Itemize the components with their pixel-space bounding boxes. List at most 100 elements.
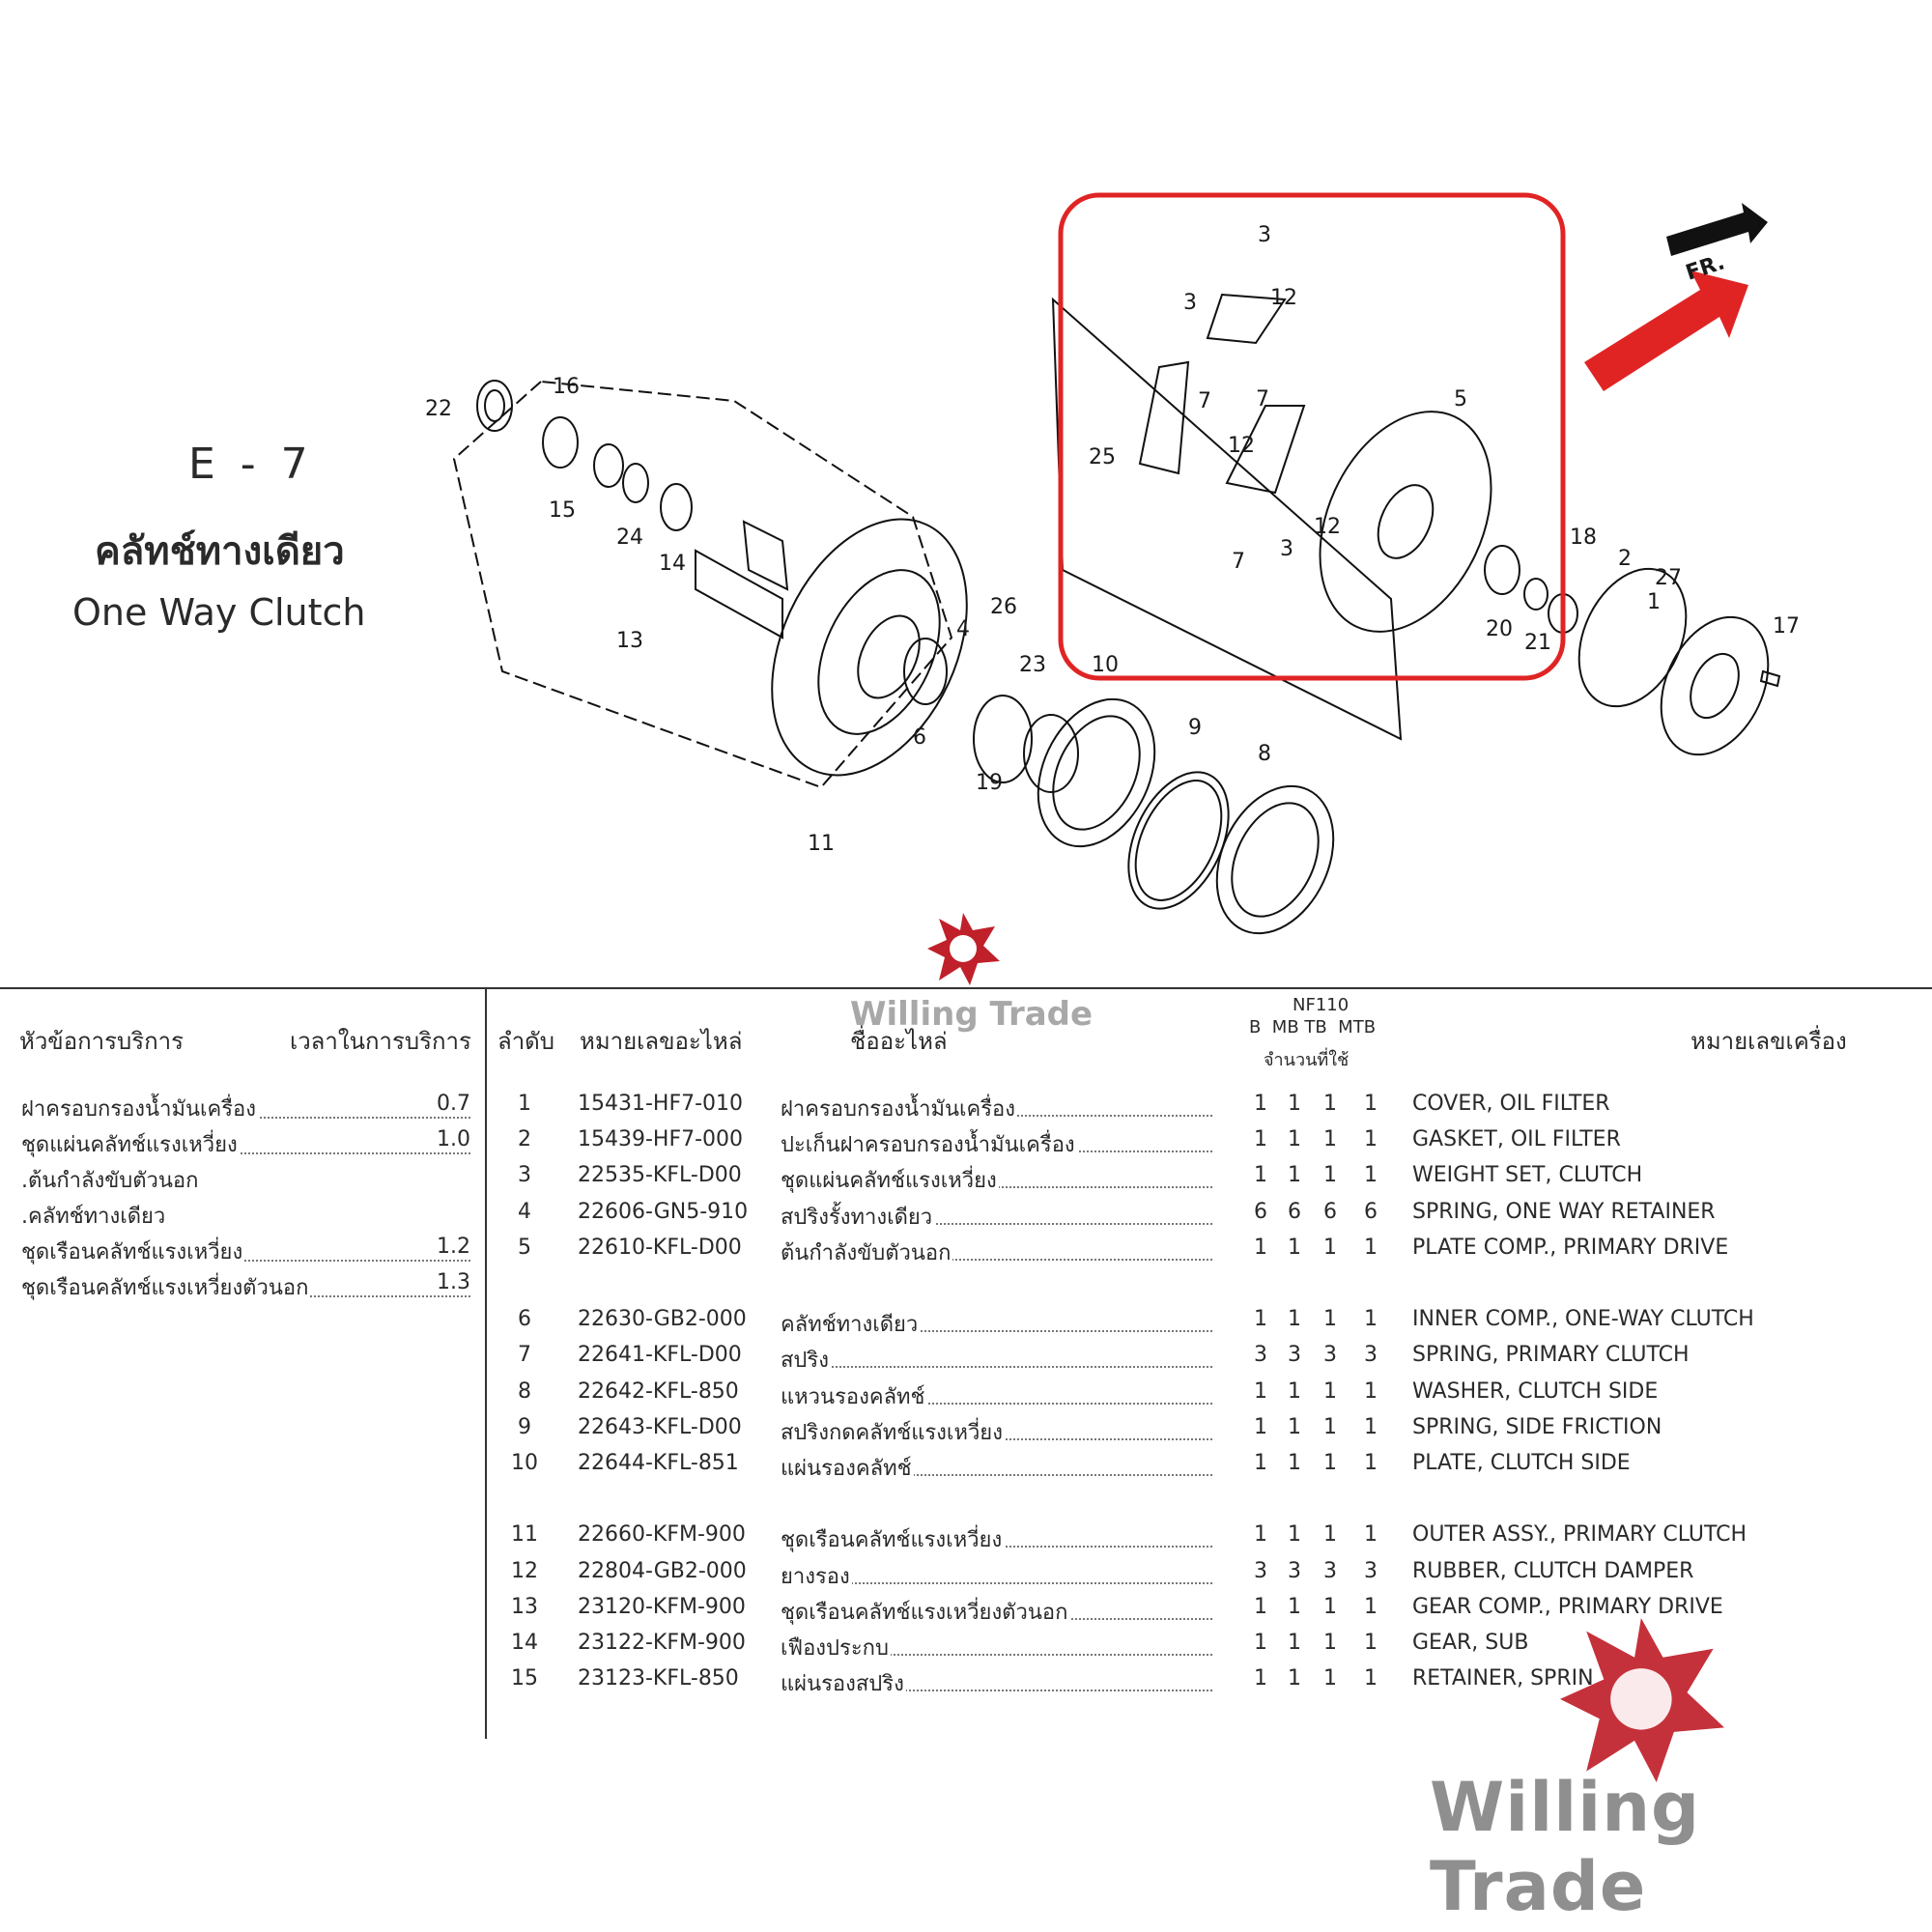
- row-part-name: แผ่นรองสปริง: [781, 1666, 906, 1701]
- row-part-name-en: RUBBER, CLUTCH DAMPER: [1412, 1558, 1694, 1583]
- row-qty: 1: [1323, 1522, 1337, 1548]
- row-qty: 1: [1254, 1594, 1267, 1619]
- willing-trade-logo-small: [927, 913, 1000, 985]
- row-qty: 1: [1323, 1451, 1337, 1475]
- row-seq: 2: [518, 1127, 531, 1152]
- dot-leader: [21, 1235, 470, 1262]
- row-part-name: ปะเก็นฝาครอบกรองน้ำมันเครื่อง: [781, 1127, 1077, 1162]
- service-item-time: 1.2: [435, 1235, 470, 1259]
- row-qty: 1: [1323, 1127, 1337, 1152]
- callout-3: 3: [1183, 291, 1197, 315]
- callout-15: 15: [549, 498, 576, 523]
- willing-trade-logo-large: [1560, 1618, 1724, 1782]
- row-qty: 1: [1364, 1522, 1378, 1548]
- callout-18: 18: [1570, 526, 1597, 550]
- row-part-no: 22630-GB2-000: [578, 1307, 747, 1332]
- row-part-name-en: GASKET, OIL FILTER: [1412, 1127, 1621, 1152]
- row-part-no: 23123-KFL-850: [578, 1666, 739, 1691]
- row-part-name: สปริง: [781, 1343, 831, 1378]
- row-qty: 3: [1323, 1558, 1337, 1583]
- row-part-no: 22610-KFL-D00: [578, 1235, 742, 1260]
- row-qty: 1: [1364, 1414, 1378, 1439]
- row-qty: 1: [1254, 1631, 1267, 1655]
- callout-17: 17: [1773, 614, 1800, 639]
- service-item-label: .คลัทช์ทางเดียว: [21, 1199, 168, 1233]
- row-qty: 1: [1364, 1594, 1378, 1619]
- row-seq: 11: [511, 1522, 538, 1548]
- callout-11: 11: [808, 832, 835, 856]
- callout-1: 1: [1647, 590, 1661, 614]
- row-part-no: 22606-GN5-910: [578, 1199, 749, 1224]
- row-qty: 1: [1254, 1163, 1267, 1188]
- row-part-name-en: OUTER ASSY., PRIMARY CLUTCH: [1412, 1522, 1747, 1548]
- callout-4: 4: [956, 617, 970, 641]
- dot-leader: [781, 1666, 1212, 1692]
- row-part-name: ต้นกำลังขับตัวนอก: [781, 1235, 953, 1269]
- row-qty: 3: [1364, 1343, 1378, 1368]
- row-qty: 1: [1288, 1127, 1301, 1152]
- callout-25: 25: [1089, 445, 1116, 469]
- row-part-no: 22804-GB2-000: [578, 1558, 747, 1583]
- row-part-no: 22641-KFL-D00: [578, 1343, 742, 1368]
- header-seq: ลำดับ: [497, 1028, 555, 1055]
- row-seq: 15: [511, 1666, 538, 1691]
- row-qty: 1: [1323, 1092, 1337, 1116]
- row-qty: 6: [1254, 1199, 1267, 1224]
- callout-23: 23: [1019, 653, 1046, 677]
- row-seq: 6: [518, 1307, 531, 1332]
- row-part-name: เฟืองประกบ: [781, 1631, 891, 1664]
- row-qty: 1: [1254, 1522, 1267, 1548]
- row-qty: 1: [1254, 1235, 1267, 1260]
- row-qty: 1: [1288, 1163, 1301, 1188]
- row-seq: 7: [518, 1343, 531, 1368]
- dot-leader: [781, 1343, 1212, 1369]
- dot-leader: [781, 1307, 1212, 1333]
- callout-10: 10: [1092, 653, 1119, 677]
- dot-leader: [781, 1236, 1212, 1261]
- header-variants: B MB TB MTB: [1249, 1017, 1377, 1037]
- row-qty: 1: [1254, 1378, 1267, 1404]
- row-seq: 8: [518, 1378, 531, 1404]
- row-part-name: สปริงรั้งทางเดียว: [781, 1199, 935, 1234]
- row-part-name: แผ่นรองคลัทช์: [781, 1451, 914, 1485]
- callout-2: 2: [1618, 547, 1632, 571]
- table-top-rule: [0, 987, 1932, 989]
- row-qty: 1: [1323, 1666, 1337, 1691]
- service-item-time: 0.7: [435, 1092, 470, 1116]
- row-qty: 1: [1288, 1092, 1301, 1116]
- row-part-name: ชุดเรือนคลัทช์แรงเหวี่ยง: [781, 1522, 1005, 1557]
- row-seq: 1: [518, 1092, 531, 1116]
- row-qty: 1: [1323, 1235, 1337, 1260]
- table-divider: [485, 987, 487, 1739]
- watermark-text-mid: Willing Trade: [850, 995, 1094, 1034]
- callout-16: 16: [553, 375, 580, 399]
- callout-26: 26: [990, 595, 1017, 619]
- callout-27: 27: [1655, 566, 1682, 590]
- dot-leader: [781, 1379, 1212, 1405]
- callout-24: 24: [616, 526, 643, 550]
- row-seq: 5: [518, 1235, 531, 1260]
- row-qty: 3: [1364, 1558, 1378, 1583]
- callout-7: 7: [1198, 389, 1211, 413]
- callout-21: 21: [1524, 631, 1551, 655]
- row-qty: 1: [1323, 1378, 1337, 1404]
- row-part-name-en: WASHER, CLUTCH SIDE: [1412, 1378, 1659, 1404]
- header-service-time: เวลาในการบริการ: [290, 1028, 471, 1055]
- row-part-no: 22643-KFL-D00: [578, 1414, 742, 1439]
- callout-13: 13: [616, 629, 643, 653]
- callout-8: 8: [1258, 742, 1271, 766]
- row-part-name: คลัทช์ทางเดียว: [781, 1307, 921, 1342]
- row-part-name-en: GEAR COMP., PRIMARY DRIVE: [1412, 1594, 1723, 1619]
- dot-leader: [781, 1200, 1212, 1225]
- row-qty: 1: [1288, 1594, 1301, 1619]
- row-qty: 1: [1323, 1163, 1337, 1188]
- header-qty-used: จำนวนที่ใช้: [1264, 1050, 1350, 1070]
- row-qty: 1: [1288, 1235, 1301, 1260]
